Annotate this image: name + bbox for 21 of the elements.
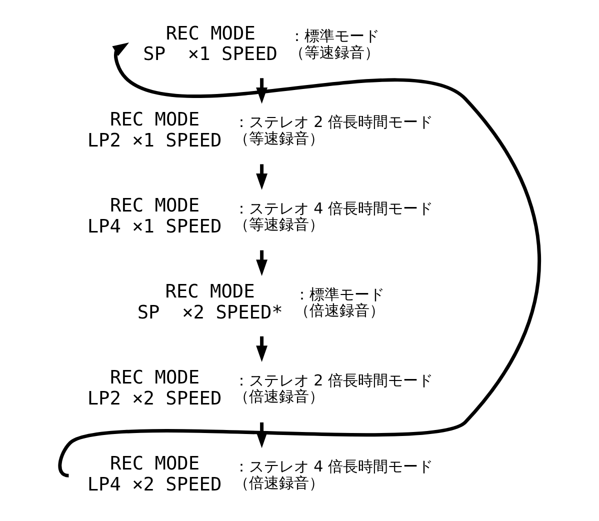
node-label: ：標準モード bbox=[294, 285, 384, 304]
node-text: REC MODE LP2 ×1 SPEED bbox=[87, 109, 222, 152]
node-label: （倍速録音） bbox=[234, 388, 324, 406]
node-label: （等速録音） bbox=[234, 129, 324, 148]
arrow bbox=[256, 164, 268, 190]
node-text: REC MODE SP ×2 SPEED* bbox=[137, 281, 283, 324]
node-label: ：ステレオ 4 倍長時間モード bbox=[234, 457, 434, 476]
node-label: （等速録音） bbox=[290, 43, 380, 62]
node-text: REC MODE LP4 ×1 SPEED bbox=[87, 195, 222, 238]
node-label: ：ステレオ 2 倍長時間モード bbox=[234, 113, 434, 132]
node-label: （等速録音） bbox=[234, 216, 324, 234]
arrow bbox=[256, 336, 268, 362]
node-label: （倍速録音） bbox=[294, 302, 384, 320]
node-text: REC MODE SP ×1 SPEED bbox=[143, 23, 278, 66]
node-label: ：ステレオ 4 倍長時間モード bbox=[234, 199, 434, 218]
arrow bbox=[256, 250, 268, 276]
node-text: REC MODE LP4 ×2 SPEED bbox=[87, 454, 222, 496]
node-label: ：標準モード bbox=[290, 27, 380, 46]
node-label: ：ステレオ 2 倍長時間モード bbox=[234, 371, 434, 390]
node-label: （倍速録音） bbox=[234, 474, 324, 492]
node-text: REC MODE LP2 ×2 SPEED bbox=[87, 368, 222, 410]
